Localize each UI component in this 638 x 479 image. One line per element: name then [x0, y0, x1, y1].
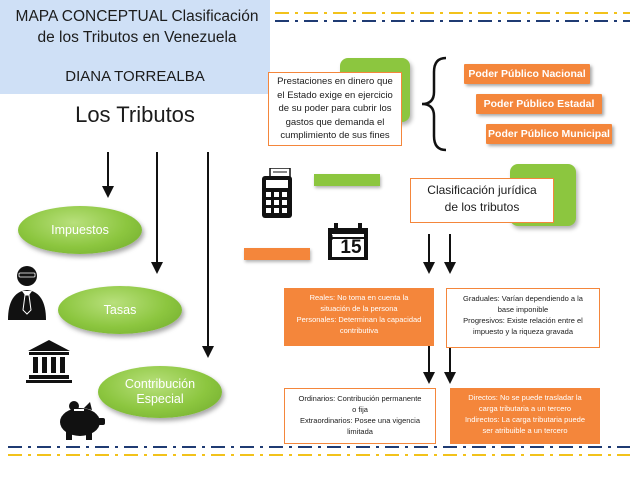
- graduales-progresivos-box: Graduales: Varían dependiendo a la base …: [446, 288, 600, 348]
- poder-estadal: Poder Público Estadal: [476, 94, 602, 114]
- green-bar: [314, 174, 380, 186]
- poder-nacional: Poder Público Nacional: [464, 64, 590, 84]
- contribucion-label-line1: Contribución: [124, 377, 196, 391]
- tasas-node: Tasas: [58, 286, 182, 334]
- reales-line2: situación de la persona: [320, 304, 398, 313]
- definition-line4: gastos que demanda el: [285, 116, 385, 128]
- poder-municipal-label: Poder Público Municipal: [488, 128, 610, 140]
- arrow-down-icon: [444, 234, 456, 274]
- extraordinarios-line1: Extraordinarios: Posee una vigencia: [299, 416, 421, 425]
- definition-line5: cumplimiento de sus fines: [280, 130, 390, 141]
- map-title-line2: de los Tributos en Venezuela: [37, 29, 237, 46]
- bank-icon: [26, 340, 72, 383]
- progresivos-line2: impuesto y la riqueza gravada: [472, 327, 574, 336]
- definition-box: Prestaciones en dinero que el Estado exi…: [268, 72, 402, 146]
- clasificacion-box: Clasificación jurídica de los tributos: [410, 178, 554, 223]
- graduales-line2: base imponible: [497, 305, 549, 314]
- ordinarios-extraordinarios-box: Ordinarios: Contribución permanente o fi…: [284, 388, 436, 444]
- main-title: Los Tributos: [75, 102, 195, 127]
- calculator-icon: [262, 168, 292, 218]
- arrow-down-icon: [102, 152, 114, 198]
- arrow-down-icon: [151, 152, 163, 274]
- arrow-down-icon: [423, 234, 435, 274]
- map-title-line1: MAPA CONCEPTUAL Clasificación: [15, 8, 259, 25]
- ordinarios-line2: o fija: [352, 405, 368, 414]
- calendar-month: APR: [329, 227, 335, 240]
- definition-line2: el Estado exige en ejercicio: [277, 89, 393, 101]
- reales-personales-box: Reales: No toma en cuenta la situación d…: [284, 288, 434, 346]
- ordinarios-line1: Ordinarios: Contribución permanente: [298, 394, 422, 403]
- definition-line1: Prestaciones en dinero que: [277, 76, 393, 87]
- businessman-icon: [8, 266, 46, 320]
- calendar-icon: APR 15: [326, 222, 370, 262]
- poder-municipal: Poder Público Municipal: [486, 124, 612, 144]
- bracket-icon: [421, 56, 447, 152]
- header-panel: [0, 0, 270, 94]
- progresivos-line1: Progresivos: Existe relación entre el: [463, 316, 583, 325]
- extraordinarios-line2: limitada: [347, 427, 373, 436]
- personales-line1: Personales: Determinan la capacidad: [296, 315, 422, 324]
- tasas-label: Tasas: [103, 302, 137, 317]
- orange-bar: [244, 248, 310, 260]
- impuestos-label: Impuestos: [51, 222, 109, 237]
- poder-estadal-label: Poder Público Estadal: [483, 98, 595, 110]
- definition-line3: de su poder para cubrir los: [278, 103, 392, 114]
- arrow-down-icon: [202, 152, 214, 358]
- indirectos-line1: Indirectos: La carga tributaria puede: [464, 415, 586, 424]
- directos-line1: Directos: No se puede trasladar la: [468, 393, 582, 402]
- author-name: DIANA TORREALBA: [65, 68, 205, 85]
- impuestos-node: Impuestos: [18, 206, 142, 254]
- reales-line1: Reales: No toma en cuenta la: [309, 293, 409, 302]
- directos-line2: carga tributaria a un tercero: [478, 404, 572, 413]
- indirectos-line2: ser atribuible a un tercero: [482, 426, 568, 435]
- map-title: MAPA CONCEPTUAL Clasificación de los Tri…: [8, 6, 266, 48]
- contribucion-label-line2: Especial: [136, 392, 184, 406]
- contribucion-node: Contribución Especial: [98, 366, 222, 418]
- arrow-down-icon: [423, 345, 435, 384]
- piggy-bank-icon: [60, 401, 105, 440]
- clasificacion-line1: Clasificación jurídica: [427, 183, 537, 197]
- personales-line2: contributiva: [339, 326, 379, 335]
- clasificacion-line2: de los tributos: [444, 200, 520, 214]
- arrow-down-icon: [444, 345, 456, 384]
- calendar-day: 15: [340, 237, 362, 258]
- poder-nacional-label: Poder Público Nacional: [468, 68, 586, 80]
- directos-indirectos-box: Directos: No se puede trasladar la carga…: [450, 388, 600, 444]
- graduales-line1: Graduales: Varían dependiendo a la: [463, 294, 583, 303]
